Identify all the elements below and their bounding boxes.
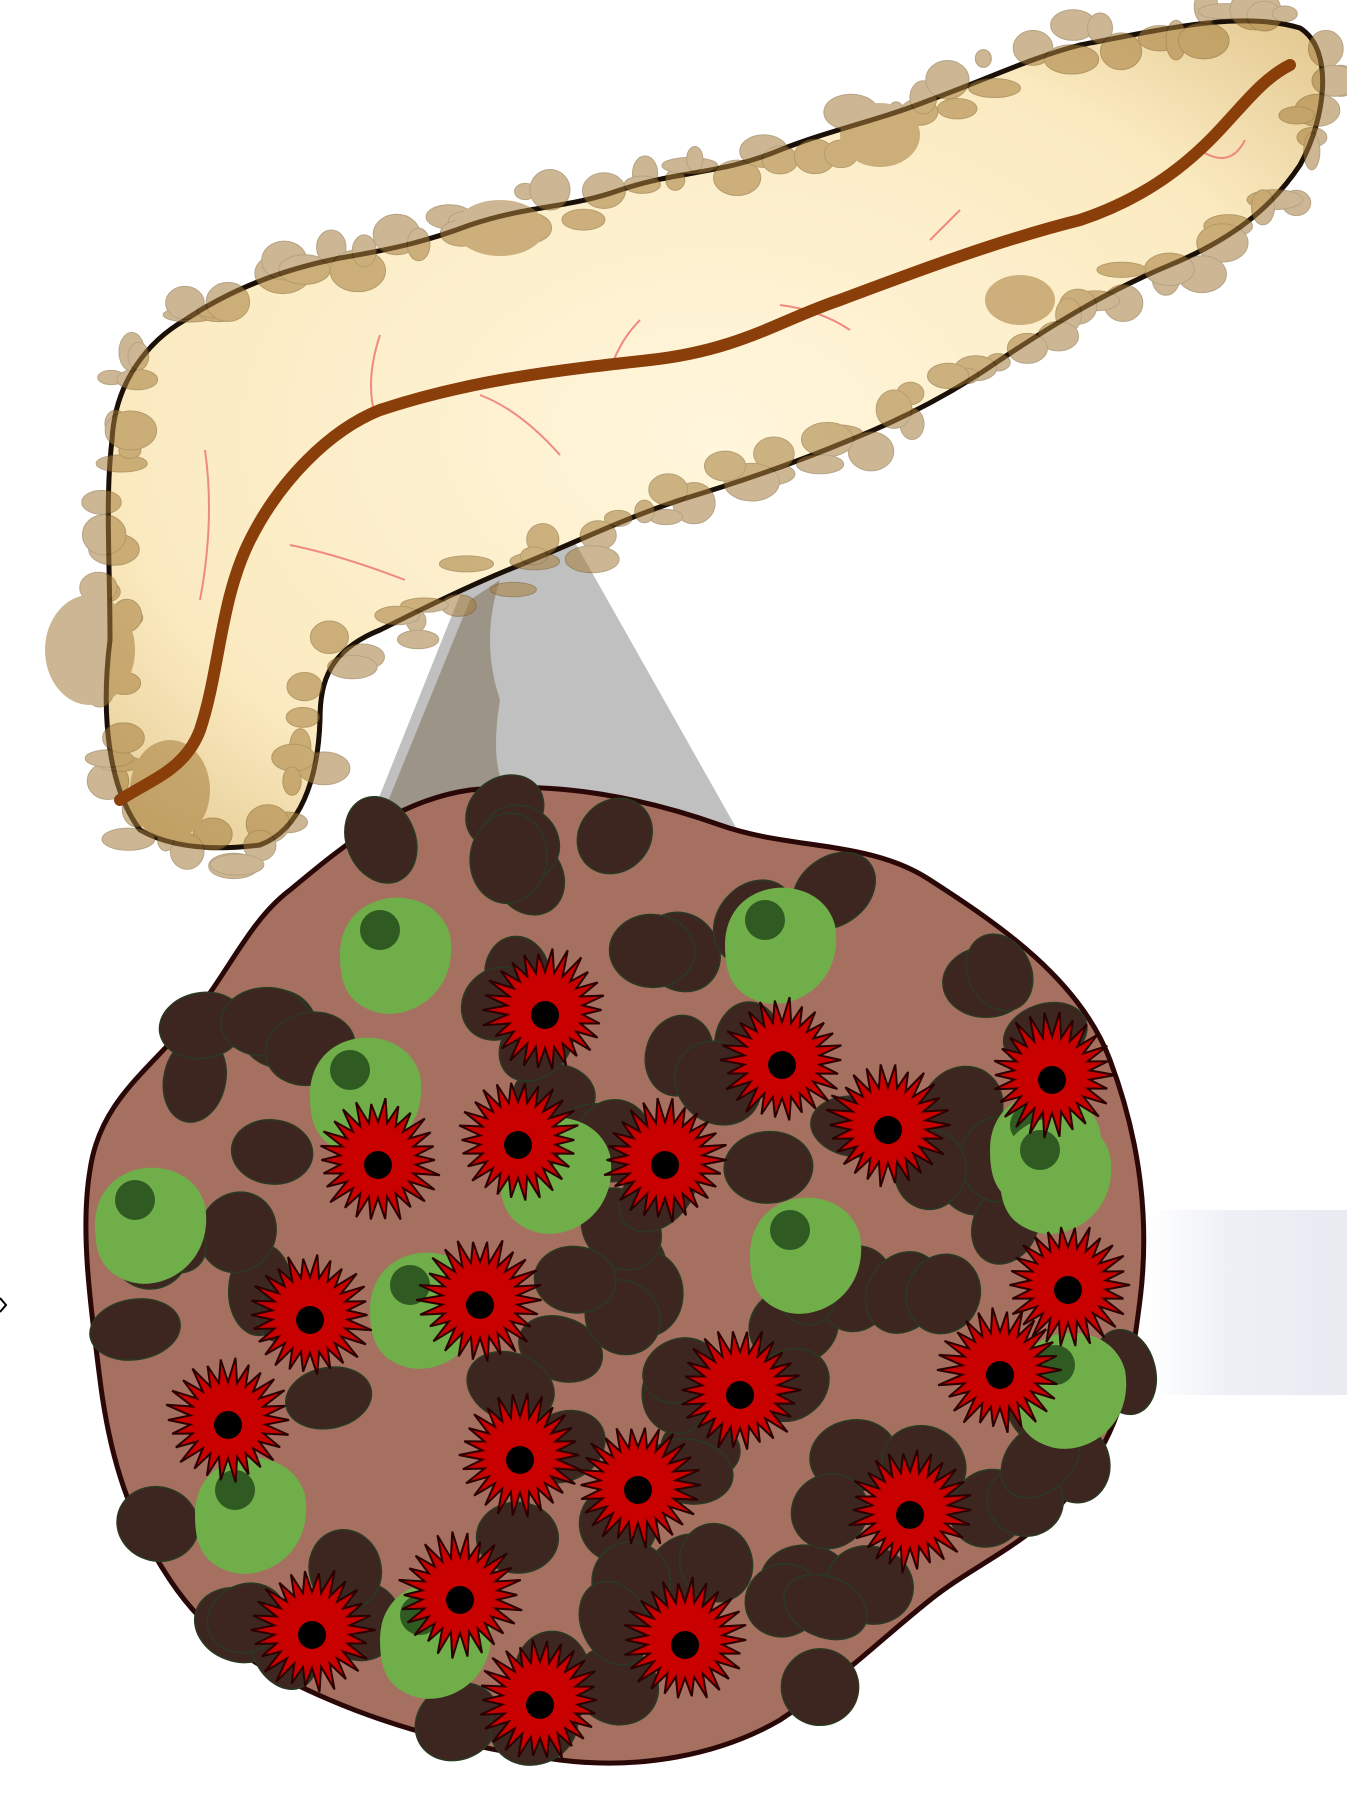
red-cell-nucleus [874,1116,902,1144]
red-cell-nucleus [1054,1276,1082,1304]
red-cell-nucleus [1038,1066,1066,1094]
green-cell-nucleus [1020,1130,1060,1170]
dark-cell [781,1648,860,1726]
red-cell-nucleus [466,1291,494,1319]
lobule [490,582,536,596]
lobule [704,451,745,481]
green-cell-nucleus [770,1210,810,1250]
lobule [328,655,378,678]
lobule [96,455,147,472]
lobule [876,390,912,428]
lobule [985,275,1055,325]
red-cell-nucleus [726,1381,754,1409]
lobule [455,200,545,256]
lobule [582,173,625,209]
green-cell-nucleus [330,1050,370,1090]
lobule [105,411,156,450]
red-cell-nucleus [896,1501,924,1529]
lobule [624,176,660,193]
lobule [407,228,430,261]
red-cell-nucleus [296,1306,324,1334]
lobule [840,103,920,167]
lobule [210,854,263,875]
lobule [45,595,135,705]
lobule [1304,132,1320,169]
lobule [649,474,688,505]
green-cell-nucleus [360,910,400,950]
lobule [1252,190,1275,225]
red-cell-nucleus [364,1151,392,1179]
lobule [926,61,969,100]
lobule [1144,253,1194,285]
lobule [801,422,853,456]
red-cell-nucleus [531,1001,559,1029]
lobule [797,455,844,474]
arrow-tick [0,1298,6,1312]
lobule [397,630,438,648]
lobule [635,500,654,523]
lobule [1308,30,1343,67]
red-cell-nucleus [986,1361,1014,1389]
lobule [102,828,155,850]
red-cell-nucleus [214,1411,242,1439]
lobule [937,98,977,118]
lobule [762,146,798,174]
lobule [352,235,376,267]
islet-of-langerhans [85,760,1164,1778]
red-cell-nucleus [446,1586,474,1614]
lobule [1044,45,1098,74]
lobule [283,767,301,795]
lobule [562,209,605,230]
red-cell-nucleus [624,1476,652,1504]
lobule [687,146,703,172]
lobule [117,369,158,389]
green-cell-nucleus [745,900,785,940]
lobule [166,286,205,319]
lobule [128,342,149,370]
green-cell-nucleus [115,1180,155,1220]
lobule [439,556,493,572]
lobule [1272,6,1297,22]
lobule [206,282,250,321]
red-cell-nucleus [526,1691,554,1719]
red-cell-nucleus [768,1051,796,1079]
lobule [565,546,619,573]
red-cell-nucleus [298,1621,326,1649]
lobule [82,490,121,514]
lobule [969,79,1021,98]
red-cell-nucleus [671,1631,699,1659]
red-cell-nucleus [506,1446,534,1474]
lobule [1178,23,1229,59]
lobule [82,515,126,555]
pancreas-organ [45,0,1347,879]
lobule [530,170,570,210]
lobule [1007,333,1047,363]
lobule [928,363,969,388]
lobule [975,50,991,68]
lobule [1097,262,1146,277]
lobule [520,547,547,565]
lobule [310,621,348,654]
lobule [1279,107,1315,124]
red-cell-nucleus [504,1131,532,1159]
lobule [1100,33,1141,70]
lobule [375,606,420,624]
lobule [286,707,319,727]
lobule [287,672,322,700]
lobule [103,723,145,753]
red-cell-nucleus [651,1151,679,1179]
pancreas-outline [106,21,1322,848]
